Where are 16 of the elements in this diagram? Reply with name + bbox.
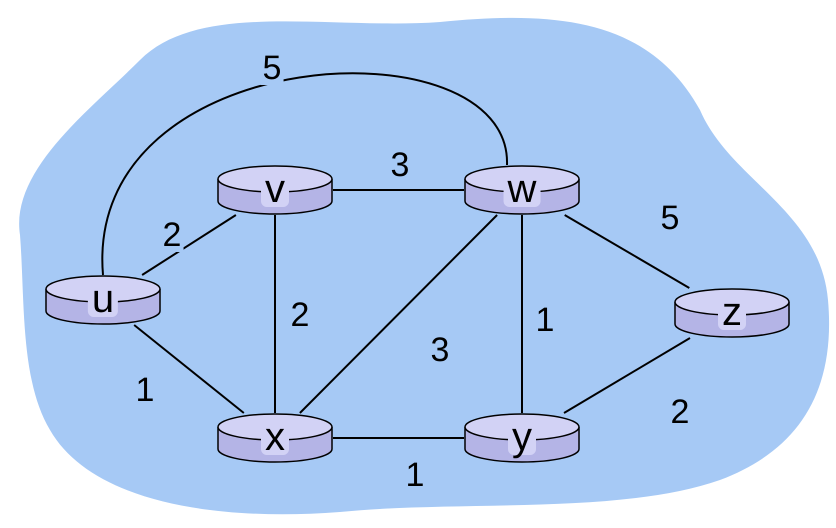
link-line	[333, 437, 464, 439]
link-line	[142, 214, 236, 276]
link-line	[274, 215, 276, 413]
link-line	[333, 189, 464, 191]
router	[674, 288, 790, 338]
router	[45, 275, 161, 325]
link-line	[299, 214, 498, 414]
router	[217, 413, 333, 463]
link-line	[134, 324, 244, 414]
link-line	[521, 215, 523, 413]
router	[464, 165, 580, 215]
router	[217, 165, 333, 215]
router	[464, 413, 580, 463]
link-line	[102, 72, 508, 276]
link-line	[564, 214, 690, 289]
link-line	[563, 337, 691, 414]
